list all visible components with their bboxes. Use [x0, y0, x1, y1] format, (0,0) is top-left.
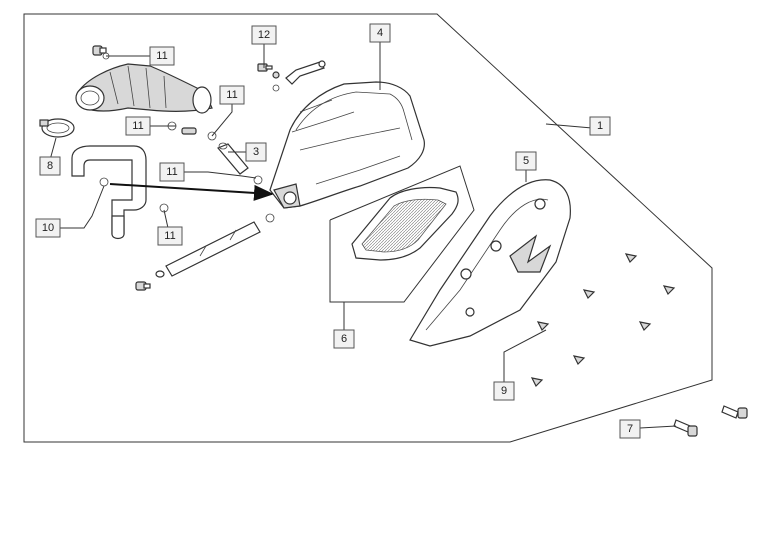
- callout-5: 5: [515, 151, 537, 171]
- cover-screws: [530, 253, 676, 388]
- callout-11-top: 11: [149, 46, 175, 66]
- callout-11-middle: 11: [159, 162, 185, 182]
- callout-9: 9: [493, 381, 515, 401]
- clips: [99, 52, 280, 223]
- callout-7: 7: [619, 419, 641, 439]
- duct-fitting: [92, 45, 107, 56]
- filter-group-outline: [329, 165, 475, 303]
- callout-8: 8: [39, 156, 61, 176]
- filter-element: [351, 186, 459, 261]
- air-box-housing: [269, 81, 425, 209]
- callout-label: 5: [523, 155, 529, 167]
- callout-label: 11: [166, 166, 177, 178]
- callout-label: 3: [253, 146, 259, 158]
- intake-duct: [75, 63, 213, 114]
- callout-label: 8: [47, 160, 53, 172]
- mounting-bracket: [272, 60, 326, 85]
- drain-hose: [135, 221, 261, 291]
- callout-label: 11: [164, 230, 175, 242]
- assembly-boundary: [23, 13, 713, 443]
- breather-tube: [71, 145, 147, 240]
- callout-label: 11: [132, 120, 143, 132]
- callout-11-duct: 11: [125, 116, 151, 136]
- callout-label: 4: [377, 27, 383, 39]
- callout-label: 7: [627, 423, 633, 435]
- callout-label: 11: [226, 89, 237, 101]
- bolt-12: [257, 63, 273, 72]
- callout-12: 12: [251, 25, 277, 45]
- callout-3: 3: [245, 142, 267, 162]
- leader-lines: [49, 42, 677, 429]
- callout-1: 1: [589, 116, 611, 136]
- callout-label: 1: [597, 120, 603, 132]
- callout-label: 11: [156, 50, 167, 62]
- callout-label: 9: [501, 385, 507, 397]
- hose-clamp: [39, 118, 75, 138]
- callout-11-hose: 11: [219, 85, 245, 105]
- callout-11-bottom: 11: [157, 226, 183, 246]
- housing-cover: [409, 179, 571, 347]
- callout-4: 4: [369, 23, 391, 43]
- callout-label: 12: [258, 29, 270, 41]
- mounting-bolts: [673, 405, 748, 437]
- callout-10: 10: [35, 218, 61, 238]
- callout-label: 10: [42, 222, 54, 234]
- callout-6: 6: [333, 329, 355, 349]
- assembly-arrow: [109, 183, 274, 201]
- connector-hose: [217, 142, 249, 175]
- callout-label: 6: [341, 333, 347, 345]
